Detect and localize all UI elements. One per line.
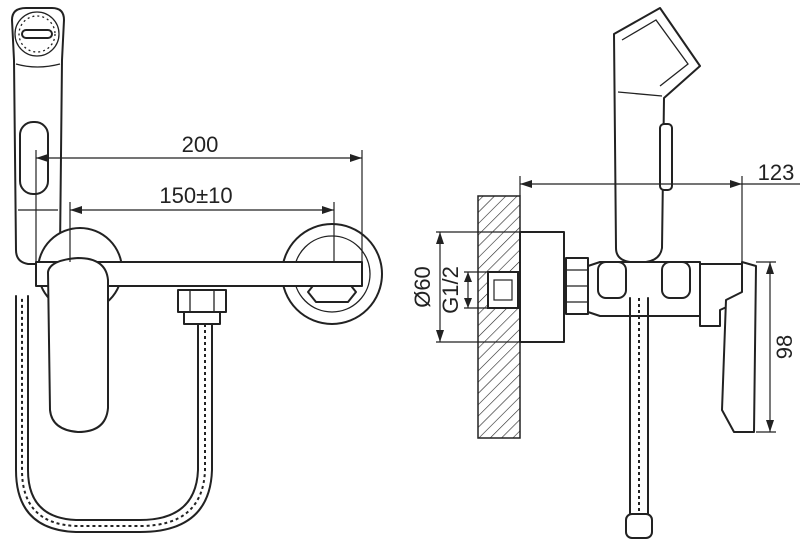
flexible-hose-front <box>15 295 213 533</box>
dim-height <box>756 261 776 433</box>
front-view: 200 150±10 <box>11 7 383 533</box>
dim-overall-width <box>35 150 363 262</box>
dim-label-flange-diameter: Ø60 <box>410 266 435 308</box>
hand-shower-side <box>613 7 701 263</box>
lever-handle <box>47 257 109 433</box>
side-view: 123 Ø60 G1/2 98 <box>410 7 800 539</box>
dim-thread <box>464 271 520 309</box>
side-lever <box>721 261 757 433</box>
dim-label-thread: G1/2 <box>438 266 463 314</box>
side-nut <box>565 257 589 315</box>
dim-label-projection: 123 <box>758 160 795 185</box>
dim-label-center-distance: 150±10 <box>159 183 232 208</box>
hand-shower-front <box>11 7 65 265</box>
side-flange <box>519 231 565 343</box>
side-body <box>587 261 743 327</box>
dim-flange-diameter <box>436 231 520 343</box>
dim-label-overall-width: 200 <box>182 132 219 157</box>
hose-nut <box>177 289 227 325</box>
dim-center-distance <box>69 202 335 262</box>
dim-projection <box>519 176 800 262</box>
flexible-hose-side <box>625 297 653 539</box>
dim-label-height: 98 <box>772 335 797 359</box>
